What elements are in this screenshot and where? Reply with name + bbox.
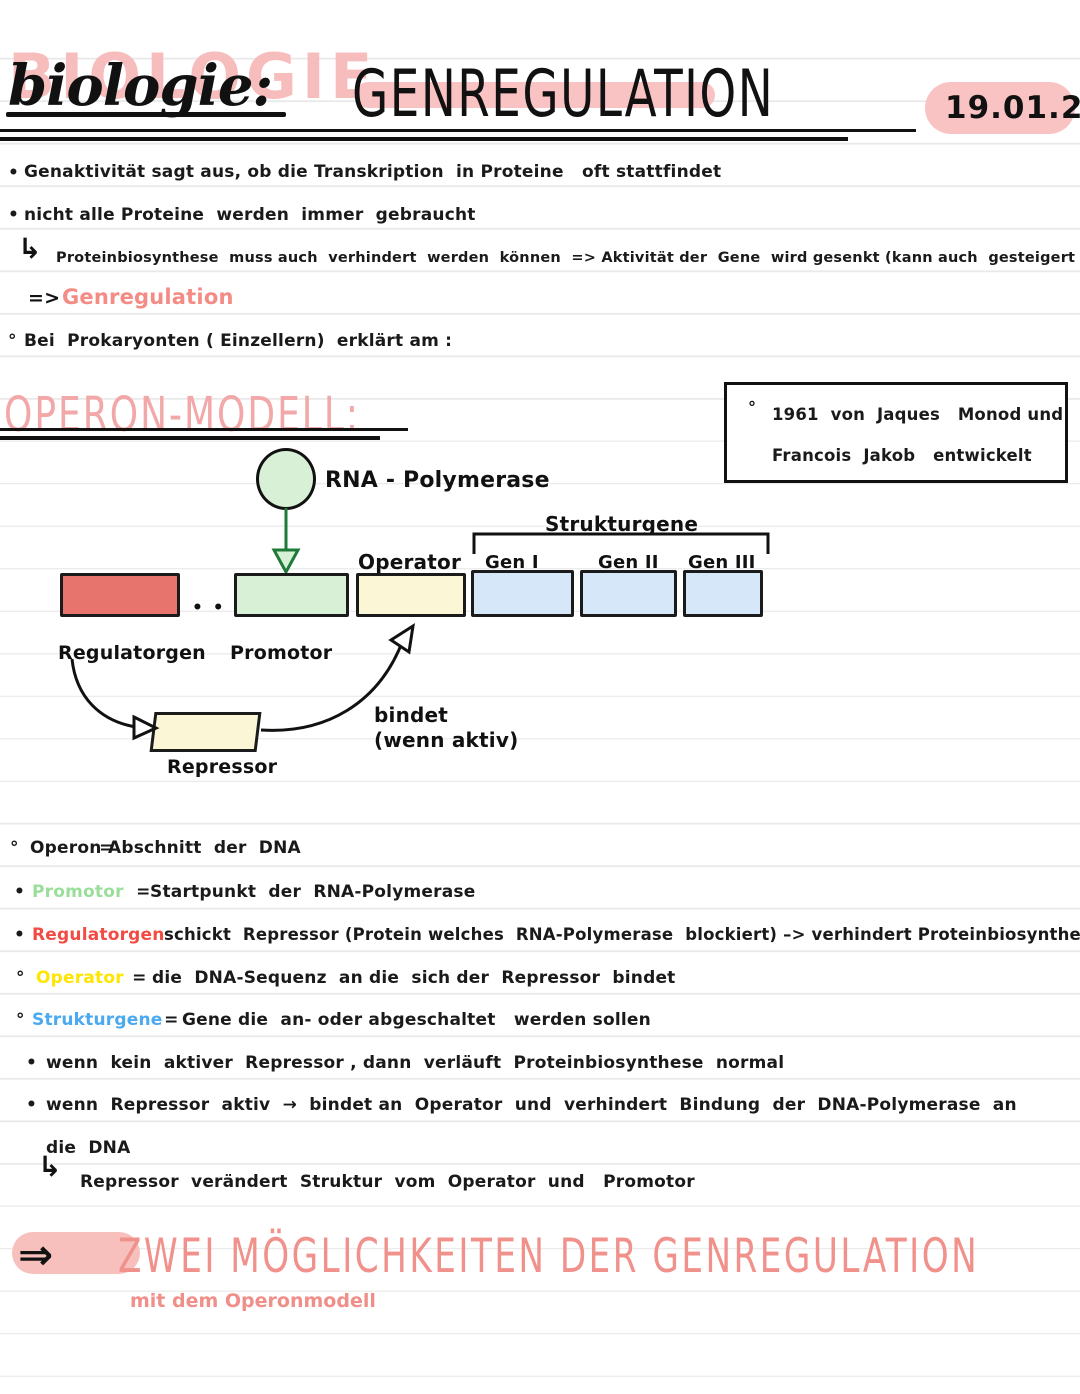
note-line-genaktivitaet: Genaktivität sagt aus, ob die Transkript… <box>24 162 722 182</box>
repressor-caption: Repressor <box>167 756 278 778</box>
definition-keyword-regulatorgen: Regulatorgen <box>32 925 165 945</box>
definition-separator: = <box>93 838 120 858</box>
info-box-line-2: Francois Jakob entwickelt <box>772 446 1032 465</box>
statement-bullet: • <box>26 1053 38 1073</box>
definition-separator: = <box>126 968 153 988</box>
gen-3-label: Gen III <box>688 552 756 573</box>
repressor-binds-operator-arrow-icon <box>260 622 415 732</box>
definition-text-promotor: Startpunkt der RNA-Polymerase <box>150 882 476 902</box>
statement-line-die-dna: die DNA <box>46 1138 131 1158</box>
definition-bullet: ° <box>16 968 25 988</box>
statement-bullet: • <box>26 1095 38 1115</box>
regulatorgen-caption: Regulatorgen <box>58 642 206 664</box>
definition-text-regulatorgen: schickt Repressor (Protein welches RNA-P… <box>164 925 1080 944</box>
page-title-ghost: BIOLOGIE <box>8 40 378 113</box>
date-badge-text: 19.01.2 <box>945 90 1080 126</box>
statement-line-repressor-aktiv: wenn Repressor aktiv → bindet an Operato… <box>46 1095 1017 1115</box>
operon-modell-heading: OPERON-MODELL: <box>4 388 361 444</box>
note-line-proteinbiosynthese: Proteinbiosynthese muss auch verhindert … <box>56 250 1080 266</box>
sub-arrow-icon: ↳ <box>38 1150 62 1183</box>
promotor-box <box>234 573 349 617</box>
note-bullet-marker: • <box>8 205 20 225</box>
regulator-to-repressor-arrow-icon <box>70 658 160 741</box>
page-title-script: biologie: <box>8 53 273 119</box>
rna-polymerase-label: RNA - Polymerase <box>325 468 550 493</box>
polymerase-down-arrow-icon <box>271 508 301 576</box>
date-badge-pill <box>925 82 1075 134</box>
gen-1-box <box>471 570 574 617</box>
title-highlight-bar <box>355 82 715 108</box>
title-underline-bottom <box>0 137 848 141</box>
title-strikethrough <box>6 112 286 117</box>
info-box-line-1: 1961 von Jaques Monod und <box>772 405 1064 424</box>
definition-separator: = <box>130 882 157 902</box>
definition-keyword-operon: Operon <box>30 838 102 858</box>
definition-bullet: • <box>14 882 26 902</box>
definition-bullet: ° <box>16 1010 25 1030</box>
page-title-main: GENREGULATION <box>352 57 775 132</box>
strukturgene-bracket-label: Strukturgene <box>545 512 699 536</box>
operator-label: Operator <box>358 550 462 574</box>
note-bullet-marker: • <box>8 163 20 183</box>
definition-text-strukturgene: Gene die an- oder abgeschaltet werden so… <box>182 1010 651 1030</box>
promotor-caption: Promotor <box>230 642 333 664</box>
bindet-label-line1: bindet <box>374 703 449 727</box>
footer-subtitle: mit dem Operonmodell <box>130 1290 376 1312</box>
definition-bullet: • <box>14 925 26 945</box>
gen-1-label: Gen I <box>485 552 539 573</box>
note-bullet-marker: ° <box>8 331 17 351</box>
note-line-nicht-alle-proteine: nicht alle Proteine werden immer gebrauc… <box>24 205 476 225</box>
gen-2-label: Gen II <box>598 552 659 573</box>
title-underline-top <box>0 129 916 132</box>
rna-polymerase-circle <box>256 448 316 510</box>
gen-2-box <box>580 570 677 617</box>
note-line-prokaryonten: Bei Prokaryonten ( Einzellern) erklärt a… <box>24 331 453 351</box>
info-box-bullet: ° <box>748 398 757 417</box>
statement-line-repressor-veraendert: Repressor verändert Struktur vom Operato… <box>80 1172 695 1192</box>
footer-arrow-highlight <box>12 1232 140 1274</box>
sub-arrow-icon: ↳ <box>18 232 42 265</box>
definition-text-operator: die DNA-Sequenz an die sich der Represso… <box>152 968 676 988</box>
operon-underline-top <box>0 428 408 431</box>
bindet-label-line2: (wenn aktiv) <box>374 728 519 752</box>
definition-keyword-promotor: Promotor <box>32 882 124 902</box>
footer-arrow-icon: ⇒ <box>18 1230 54 1279</box>
definition-bullet: ° <box>10 838 19 858</box>
operon-underline-bottom <box>0 436 380 440</box>
gen-3-box <box>683 570 763 617</box>
result-arrow-icon: => <box>28 287 61 309</box>
definition-keyword-operator: Operator <box>36 968 124 988</box>
strukturgene-bracket-icon <box>472 532 770 554</box>
info-box-monod-jakob <box>724 382 1068 483</box>
footer-heading: ZWEI MÖGLICHKEITEN DER GENREGULATION <box>118 1228 980 1283</box>
note-keyword-genregulation: Genregulation <box>62 285 234 309</box>
statement-line-kein-aktiver-repressor: wenn kein aktiver Repressor , dann verlä… <box>46 1053 785 1073</box>
definition-text-operon: Abschnitt der DNA <box>108 838 301 858</box>
definition-separator: = <box>158 1010 185 1030</box>
operator-box <box>356 573 466 617</box>
regulatorgen-box <box>60 573 180 617</box>
definition-keyword-strukturgene: Strukturgene <box>32 1010 163 1030</box>
